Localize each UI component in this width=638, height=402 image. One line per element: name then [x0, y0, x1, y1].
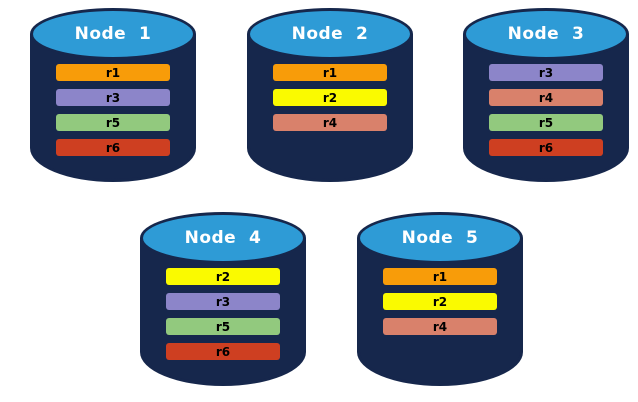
database-node[interactable]: Node 3 r3 r4 r5 r6 — [463, 8, 629, 186]
shard-replica[interactable]: r5 — [56, 114, 170, 131]
shard-replica[interactable]: r6 — [56, 139, 170, 156]
node-label: Node 2 — [291, 24, 369, 44]
cylinder-top — [140, 212, 306, 264]
shard-list: r1 r3 r5 r6 — [30, 64, 196, 156]
database-node[interactable]: Node 1 r1 r3 r5 r6 — [30, 8, 196, 186]
shard-replica[interactable]: r5 — [166, 318, 280, 335]
cylinder-top — [357, 212, 523, 264]
cylinder-body — [463, 34, 629, 182]
node-label: Node 4 — [184, 228, 262, 248]
shard-list: r1 r2 r4 — [247, 64, 413, 131]
node-label: Node 5 — [401, 228, 479, 248]
shard-replica[interactable]: r4 — [489, 89, 603, 106]
shard-replica[interactable]: r2 — [383, 293, 497, 310]
cylinder-top — [247, 8, 413, 60]
shard-replica[interactable]: r3 — [489, 64, 603, 81]
shard-replica[interactable]: r4 — [273, 114, 387, 131]
shard-replica[interactable]: r1 — [273, 64, 387, 81]
shard-replica[interactable]: r2 — [166, 268, 280, 285]
shard-replica[interactable]: r3 — [56, 89, 170, 106]
node-label: Node 1 — [74, 24, 152, 44]
shard-replica[interactable]: r5 — [489, 114, 603, 131]
cylinder-top — [30, 8, 196, 60]
shard-replica[interactable]: r1 — [56, 64, 170, 81]
shard-list: r2 r3 r5 r6 — [140, 268, 306, 360]
shard-replica[interactable]: r2 — [273, 89, 387, 106]
shard-list: r3 r4 r5 r6 — [463, 64, 629, 156]
database-node[interactable]: Node 2 r1 r2 r4 — [247, 8, 413, 186]
shard-replica[interactable]: r4 — [383, 318, 497, 335]
shard-list: r1 r2 r4 — [357, 268, 523, 335]
shard-replica[interactable]: r3 — [166, 293, 280, 310]
node-label: Node 3 — [507, 24, 585, 44]
shard-replica[interactable]: r6 — [166, 343, 280, 360]
database-node[interactable]: Node 4 r2 r3 r5 r6 — [140, 212, 306, 390]
shard-replica[interactable]: r6 — [489, 139, 603, 156]
database-node[interactable]: Node 5 r1 r2 r4 — [357, 212, 523, 390]
shard-replica[interactable]: r1 — [383, 268, 497, 285]
cylinder-top — [463, 8, 629, 60]
